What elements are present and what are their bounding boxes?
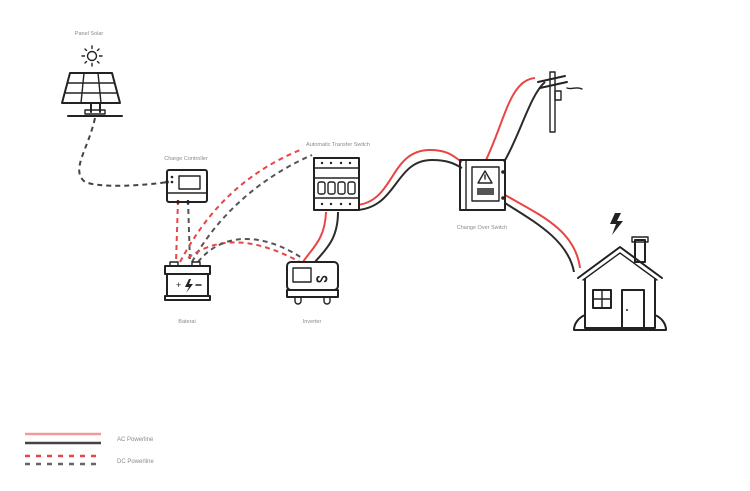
inverter-wave-symbol: ᔕ <box>316 270 328 285</box>
wire-controller-battery-red <box>175 199 179 263</box>
wire-battery-inverter-dark <box>197 238 303 263</box>
charge-controller-icon <box>165 169 208 204</box>
wire-ats-changeover-dark <box>357 158 463 211</box>
solar-panel-icon <box>61 72 123 117</box>
legend-dc-label: DC Powerline <box>117 459 154 465</box>
legend: AC Powerline DC Powerline <box>25 432 154 466</box>
transfer-switch-icon <box>313 157 360 211</box>
house-icon <box>573 236 667 331</box>
solar-panel: Panel Solar <box>61 31 123 117</box>
label-battery: Baterai <box>178 319 195 325</box>
wire-battery-inverter-red <box>187 241 301 263</box>
label-ats: Automatic Transfer Switch <box>306 142 370 148</box>
legend-item-ac: AC Powerline <box>25 432 154 445</box>
battery-bolt-icon <box>185 279 193 293</box>
wire-controller-battery-dark <box>187 199 191 263</box>
utility-pole <box>537 71 583 133</box>
wire-inverter-ats-red <box>302 211 327 263</box>
wire-battery-ats-red <box>179 149 301 263</box>
inverter-icon: ᔕ <box>286 261 339 305</box>
lightning-icon <box>610 213 623 235</box>
wire-changeover-pole-dark <box>503 81 546 163</box>
label-controller: Charge Controller <box>164 156 208 162</box>
wires <box>78 77 581 273</box>
label-changeover: Change Over Switch <box>457 225 507 231</box>
automatic-transfer-switch: Automatic Transfer Switch <box>306 142 370 211</box>
inverter: ᔕ Inverter <box>286 261 339 325</box>
changeover-switch-icon <box>459 159 506 211</box>
legend-ac-label: AC Powerline <box>117 437 154 443</box>
battery: + Baterai <box>164 261 211 325</box>
wire-changeover-house-red <box>504 194 581 269</box>
wire-panel-controller <box>78 117 169 187</box>
label-panel: Panel Solar <box>75 31 104 37</box>
sun-icon <box>81 45 103 67</box>
house <box>573 213 667 331</box>
charge-controller: Charge Controller <box>164 156 208 204</box>
wire-changeover-house-dark <box>504 202 575 273</box>
battery-icon: + <box>164 261 211 301</box>
utility-pole-icon <box>537 71 583 133</box>
legend-item-dc: DC Powerline <box>25 454 154 466</box>
plus-symbol: + <box>176 280 181 290</box>
wire-battery-ats-dark <box>191 154 313 263</box>
wire-ats-changeover-red <box>357 148 463 206</box>
wire-inverter-ats-dark <box>314 211 339 263</box>
change-over-switch: Change Over Switch <box>457 159 507 231</box>
label-inverter: Inverter <box>303 319 322 325</box>
wire-changeover-pole-red <box>485 77 536 161</box>
breaker-toggles <box>317 181 356 195</box>
